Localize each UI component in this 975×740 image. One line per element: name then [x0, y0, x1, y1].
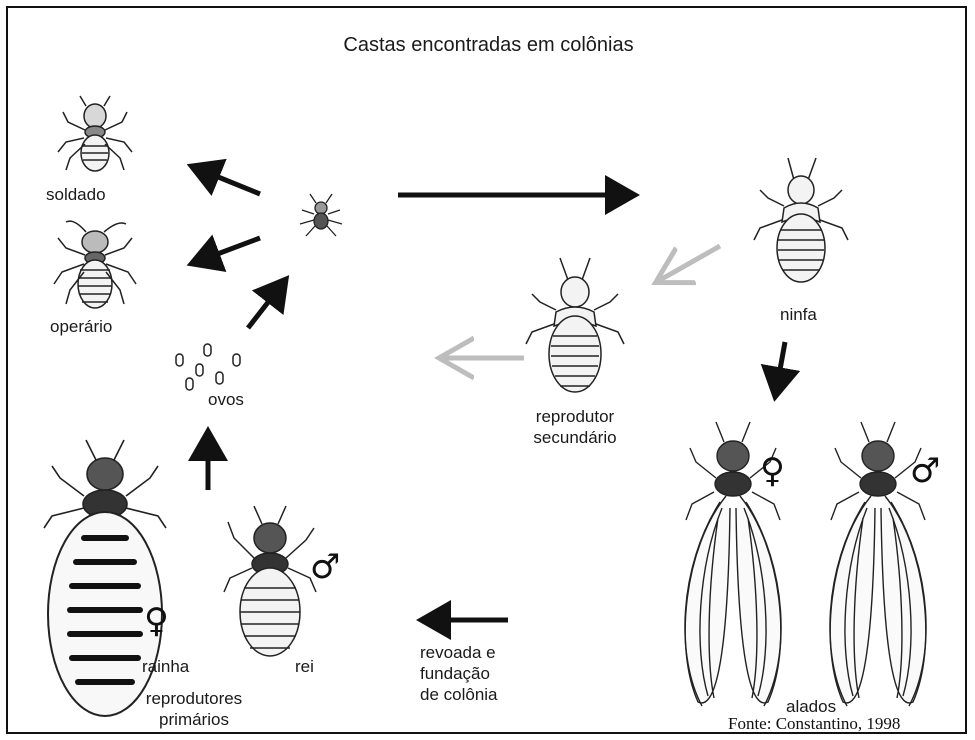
label-soldier: soldado: [46, 184, 106, 205]
larva-termite: [300, 194, 342, 236]
arrow-nymph-to-alates: [776, 342, 785, 392]
worker-termite: [54, 221, 136, 308]
label-queen: rainha: [142, 656, 189, 677]
egg-cluster: [176, 344, 240, 390]
arrow-larva-to-worker: [196, 238, 260, 262]
label-king: rei: [295, 656, 314, 677]
label-flight-line2: fundação: [420, 663, 498, 684]
female-symbol-alate: ♀: [760, 454, 785, 488]
label-secondary-line1: reprodutor: [516, 406, 634, 427]
label-eggs: ovos: [208, 389, 244, 410]
label-primary-reproductives: reprodutores primários: [126, 688, 262, 730]
king-termite: [224, 506, 316, 656]
secondary-reproductive-termite: [526, 258, 624, 392]
diagram-frame: Castas encontradas em colônias soldado o…: [6, 6, 967, 734]
label-primary-line1: reprodutores: [126, 688, 262, 709]
label-flight-line1: revoada e: [420, 642, 498, 663]
label-primary-line2: primários: [126, 709, 262, 730]
label-nymph: ninfa: [780, 304, 817, 325]
nymph-termite: [754, 158, 848, 282]
label-flight-line3: de colônia: [420, 684, 498, 705]
arrow-nymph-to-secondary: [660, 246, 720, 280]
source-credit: Fonte: Constantino, 1998: [728, 714, 900, 734]
soldier-termite: [58, 96, 132, 171]
label-nuptial-flight: revoada e fundação de colônia: [420, 642, 498, 705]
label-worker: operário: [50, 316, 112, 337]
arrow-eggs-to-larva: [248, 283, 283, 328]
male-symbol-king: ♂: [310, 550, 340, 584]
label-secondary-line2: secundário: [516, 427, 634, 448]
male-symbol-alate: ♂: [910, 454, 940, 488]
diagram-title: Castas encontradas em colônias: [8, 34, 967, 57]
female-symbol-queen: ♀: [144, 604, 169, 638]
arrow-larva-to-soldier: [196, 168, 260, 194]
label-secondary-reproductive: reprodutor secundário: [516, 406, 634, 448]
